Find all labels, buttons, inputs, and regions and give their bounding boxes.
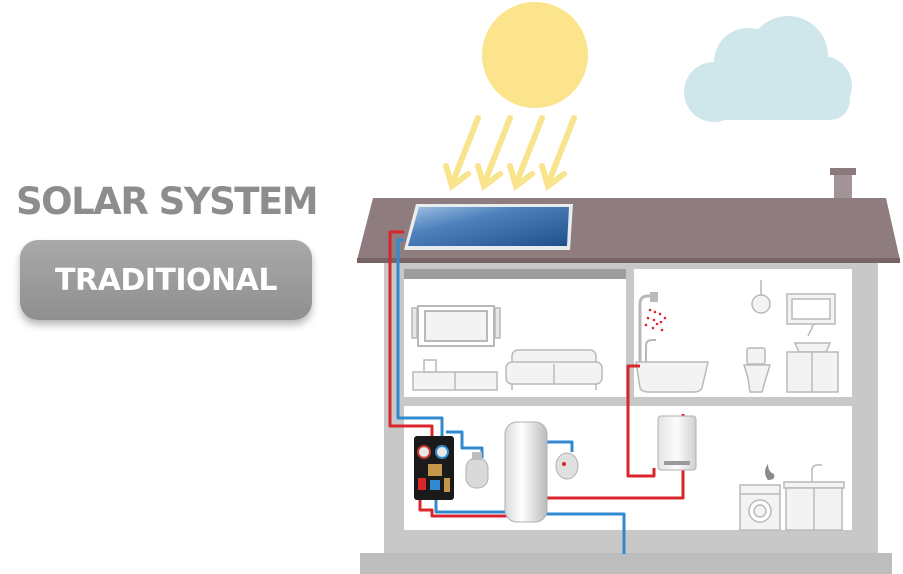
tv-icon	[412, 305, 500, 347]
solar-panel-icon	[404, 204, 573, 250]
kitchen-cabinet-icon	[783, 464, 845, 531]
sofa-icon	[505, 349, 603, 390]
sun-icon	[482, 2, 588, 108]
system-type-badge: TRADITIONAL	[20, 240, 312, 320]
bathtub-icon	[635, 339, 709, 393]
washing-machine-icon	[739, 484, 781, 531]
sun-rays	[443, 115, 577, 191]
mirror-icon	[786, 293, 836, 325]
cold-pipes	[396, 238, 626, 554]
toilet-icon	[742, 347, 772, 393]
system-type-label: TRADITIONAL	[55, 262, 277, 298]
boiler-icon	[657, 415, 697, 471]
storage-tank-icon	[504, 421, 548, 523]
cloud-icon	[684, 16, 852, 122]
expansion-vessel-icon	[555, 452, 579, 480]
pump-station-icon	[414, 436, 454, 500]
chimney-icon	[830, 168, 856, 202]
sink-cabinet-icon	[786, 323, 839, 393]
shower-icon	[638, 292, 667, 365]
diagram-title: SOLAR SYSTEM	[16, 180, 319, 223]
gas-flame-icon	[765, 464, 775, 480]
lamp-icon	[751, 280, 771, 314]
speaker-icon	[411, 307, 501, 339]
expansion-vessel-icon	[465, 452, 489, 489]
tv-stand-icon	[412, 359, 498, 391]
